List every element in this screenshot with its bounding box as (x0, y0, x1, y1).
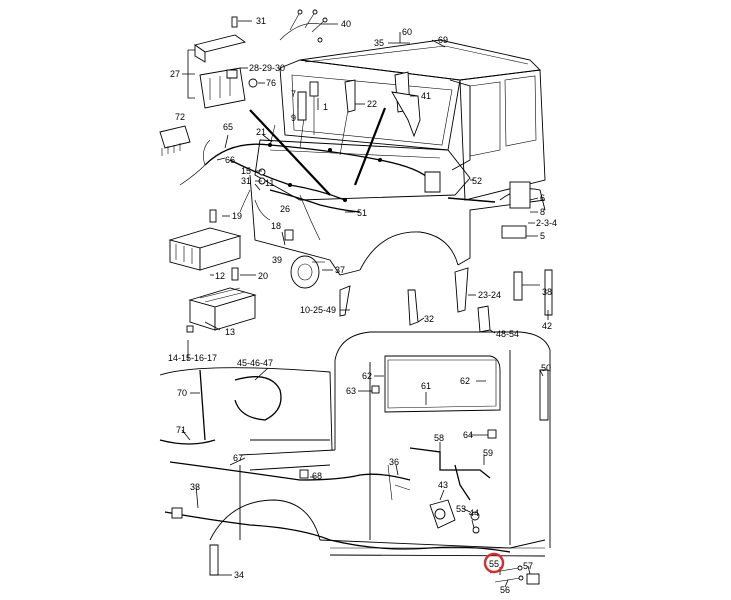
label-64: 64 (463, 430, 473, 440)
label-12: 12 (215, 271, 225, 281)
label-67: 67 (233, 453, 243, 463)
label-50: 50 (541, 363, 551, 373)
label-42: 42 (542, 321, 552, 331)
label-27: 27 (170, 69, 180, 79)
label-39: 39 (272, 255, 282, 265)
label-5: 5 (540, 231, 545, 241)
label-76: 76 (266, 78, 276, 88)
callout-labels: 31 40 60 35 69 27 28-29-30 76 7 22 41 72… (168, 16, 557, 595)
label-44: 44 (469, 508, 479, 518)
label-7: 7 (291, 89, 296, 99)
label-9: 9 (291, 113, 296, 123)
label-58: 58 (434, 433, 444, 443)
label-41: 41 (421, 91, 431, 101)
leader-lines (181, 20, 549, 588)
label-32: 32 (424, 314, 434, 324)
label-31: 31 (241, 176, 251, 186)
label-10-25-49: 10-25-49 (300, 305, 336, 315)
door-parts-column (339, 267, 553, 333)
label-38: 38 (542, 287, 552, 297)
label-37: 37 (335, 265, 345, 275)
label-63: 63 (346, 386, 356, 396)
rear-parts (171, 369, 549, 585)
label-28-29-30: 28-29-30 (249, 63, 285, 73)
label-45-46-47: 45-46-47 (237, 358, 273, 368)
label-57: 57 (523, 561, 533, 571)
relay-block-27 (193, 34, 247, 109)
label-20: 20 (258, 271, 268, 281)
wiper-bracket-41 (391, 71, 421, 138)
label-33: 33 (190, 482, 200, 492)
label-62-left: 62 (362, 371, 372, 381)
front-vehicle-outline (249, 39, 546, 276)
relay-72 (159, 125, 191, 156)
label-1: 1 (323, 102, 328, 112)
fuse-box-12 (168, 227, 242, 271)
label-52: 52 (472, 176, 482, 186)
label-62-right: 62 (460, 376, 470, 386)
label-59: 59 (483, 448, 493, 458)
label-8: 8 (540, 207, 545, 217)
label-48-54: 48-54 (496, 329, 519, 339)
label-13: 13 (225, 327, 235, 337)
label-53: 53 (456, 504, 466, 514)
label-56: 56 (500, 585, 510, 595)
label-34: 34 (234, 570, 244, 580)
label-35: 35 (374, 38, 384, 48)
label-14-15-16-17: 14-15-16-17 (168, 353, 217, 363)
label-43: 43 (438, 480, 448, 490)
label-61: 61 (421, 381, 431, 391)
label-51: 51 (357, 208, 367, 218)
label-66: 66 (225, 155, 235, 165)
label-72: 72 (175, 112, 185, 122)
label-15: 15 (241, 166, 251, 176)
connector-loom-40 (279, 9, 328, 43)
label-21: 21 (256, 127, 266, 137)
label-6: 6 (540, 193, 545, 203)
label-22: 22 (367, 99, 377, 109)
horn-37 (290, 255, 325, 289)
rear-vehicle-outline (159, 331, 551, 557)
label-36: 36 (389, 457, 399, 467)
label-31-top: 31 (256, 16, 266, 26)
label-40: 40 (341, 19, 351, 29)
label-69: 69 (438, 35, 448, 45)
small-parts-front (186, 16, 531, 333)
label-70: 70 (177, 388, 187, 398)
label-19: 19 (232, 211, 242, 221)
rear-wiring-harness (159, 369, 511, 553)
label-60: 60 (402, 27, 412, 37)
label-26: 26 (280, 204, 290, 214)
label-18: 18 (271, 221, 281, 231)
label-2-3-4: 2-3-4 (536, 218, 557, 228)
fuse-box-13 (188, 287, 257, 331)
label-55: 55 (489, 559, 499, 569)
highlight-circle-55 (483, 552, 505, 574)
label-68: 68 (312, 471, 322, 481)
label-71: 71 (176, 425, 186, 435)
label-23-24: 23-24 (478, 290, 501, 300)
label-11: 11 (265, 178, 274, 188)
label-65: 65 (223, 122, 233, 132)
front-wiring-harness (179, 109, 431, 241)
